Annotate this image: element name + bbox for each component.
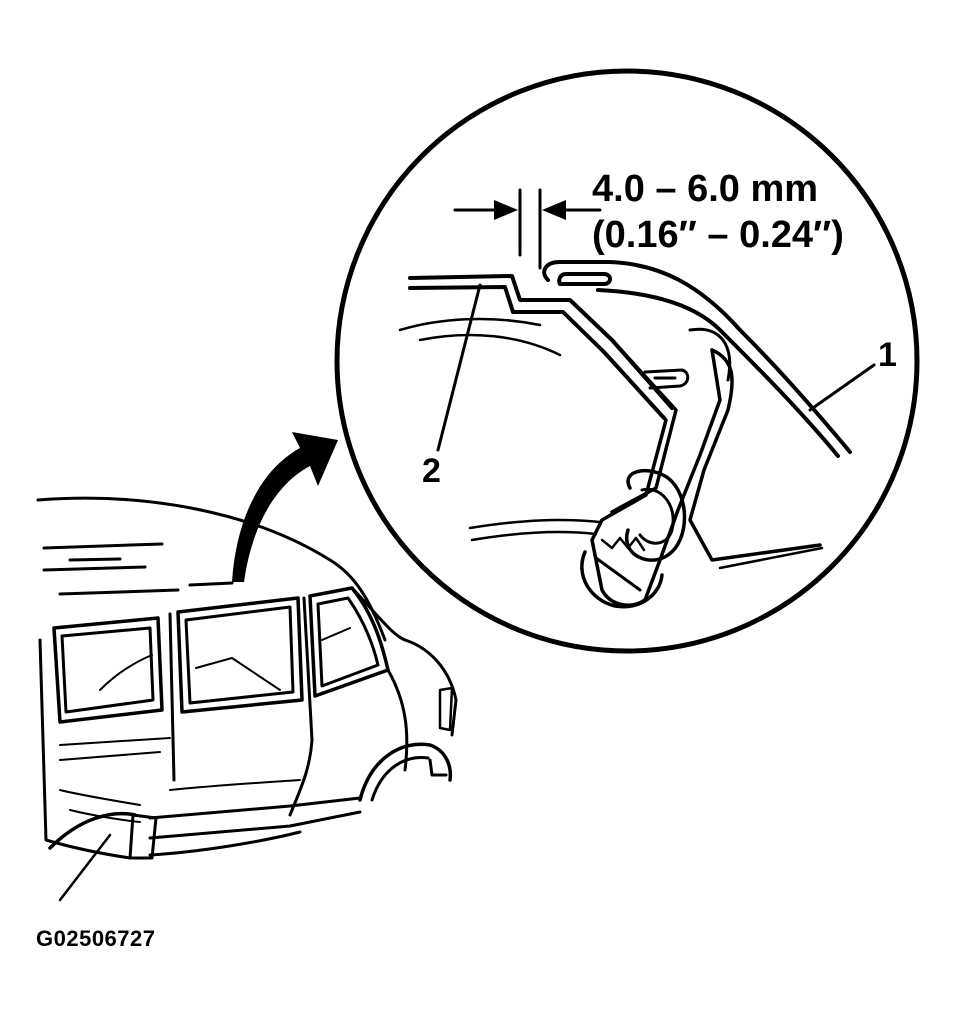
curved-arrow <box>232 432 338 582</box>
figure-id-label: G02506727 <box>36 926 156 951</box>
callout-1-label: 1 <box>878 336 897 374</box>
roof-molding-1 <box>542 260 852 458</box>
rear-window <box>52 616 164 724</box>
van-illustration <box>36 496 458 902</box>
front-wheel-arch <box>358 742 453 802</box>
roof-stripes <box>42 542 234 596</box>
van-leader-line <box>58 833 112 902</box>
side-window-middle <box>176 596 304 714</box>
roof-channel <box>590 327 822 607</box>
headliner-lines <box>398 317 824 570</box>
weatherstrip <box>580 469 687 609</box>
dimension-arrows <box>453 200 602 220</box>
callout-2-leader <box>436 283 482 452</box>
rocker-panel <box>148 796 362 820</box>
callout-1-leader <box>808 363 876 412</box>
dimension-metric-label: 4.0 – 6.0 mm <box>592 168 819 210</box>
dimension-imperial-label: (0.16″ – 0.24″) <box>592 214 844 256</box>
callout-2-label: 2 <box>422 452 441 490</box>
rear-wheel-arch <box>48 811 137 850</box>
detail-circle <box>334 68 920 654</box>
detail-view <box>334 68 920 654</box>
